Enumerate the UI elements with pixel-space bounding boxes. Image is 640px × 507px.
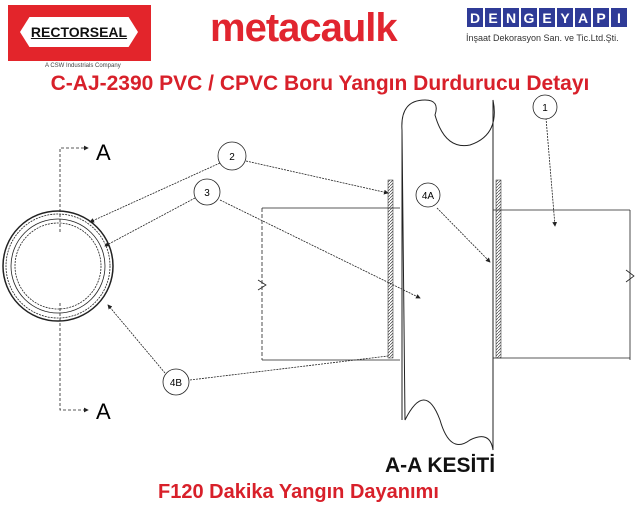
dengeyapi-tagline: İnşaat Dekorasyon San. ve Tic.Ltd.Şti. xyxy=(466,33,619,43)
callout-2-label: 2 xyxy=(229,152,235,163)
section-mark-top: A xyxy=(96,140,111,165)
rectorseal-tagline: A CSW Industrials Company xyxy=(45,63,121,69)
wall-left xyxy=(257,179,400,361)
callout-1-label: 1 xyxy=(542,103,548,114)
logo-letter: A xyxy=(575,8,591,27)
logo-letter: E xyxy=(485,8,501,27)
fire-rating-subtitle: F120 Dakika Yangın Dayanımı xyxy=(158,481,439,503)
logo-letter: N xyxy=(503,8,519,27)
rectorseal-logo-text: RECTORSEAL xyxy=(20,17,138,47)
callout-4b-label: 4B xyxy=(170,378,183,389)
logo-letter: P xyxy=(593,8,609,27)
section-mark-bottom: A xyxy=(96,399,111,424)
logo-letter: Y xyxy=(557,8,573,27)
section-label: A-A KESİTİ xyxy=(385,454,496,477)
rectorseal-logo: RECTORSEAL xyxy=(8,5,151,61)
page-title: C-AJ-2390 PVC / CPVC Boru Yangın Durduru… xyxy=(50,72,590,95)
logo-letter: G xyxy=(521,8,537,27)
callout-2: 2 xyxy=(217,141,247,171)
section-line xyxy=(59,145,89,413)
callout-4a-label: 4A xyxy=(422,191,435,202)
logo-letter: I xyxy=(611,8,627,27)
pipe-elevation xyxy=(401,99,495,451)
leader-lines xyxy=(89,117,558,381)
logo-letter: D xyxy=(467,8,483,27)
wall-right xyxy=(493,179,635,360)
callout-1: 1 xyxy=(532,94,558,120)
pipe-cross-section xyxy=(2,210,114,322)
logo-letter: E xyxy=(539,8,555,27)
dengeyapi-logo: D E N G E Y A P I xyxy=(467,8,627,27)
callout-3-label: 3 xyxy=(204,188,210,199)
metacaulk-logo: metacaulk xyxy=(210,6,398,50)
callout-3: 3 xyxy=(193,178,221,206)
callout-4a: 4A xyxy=(415,182,441,208)
callout-4b: 4B xyxy=(162,368,190,396)
